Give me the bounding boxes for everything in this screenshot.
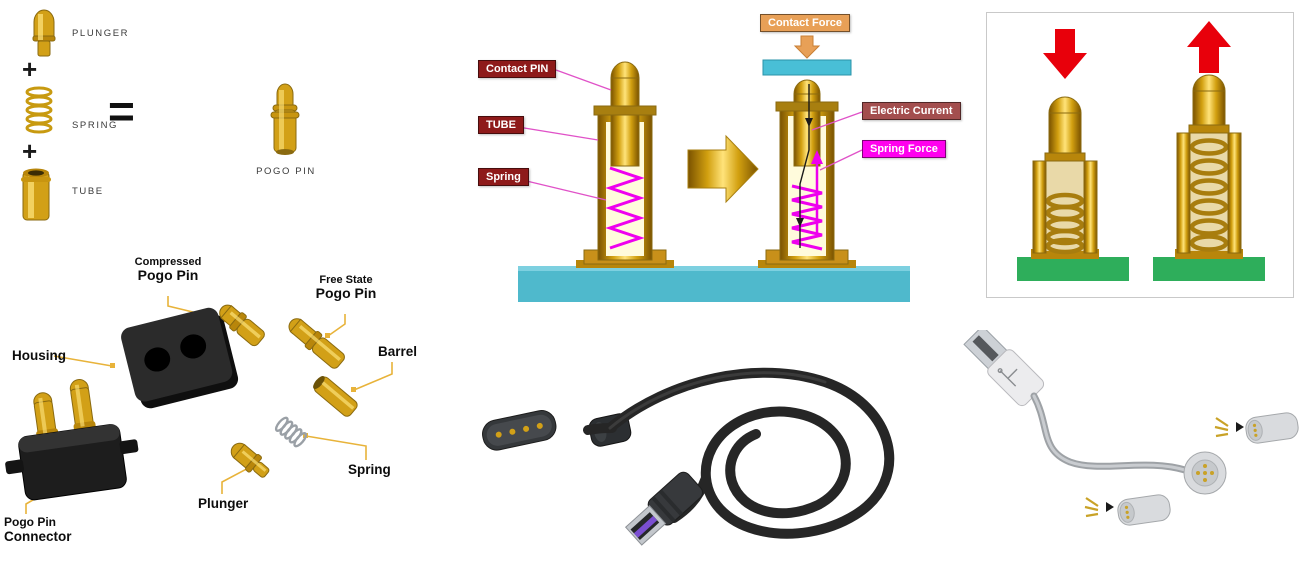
compressed-pin-cross-section xyxy=(758,59,856,268)
formula-panel: PLUNGER + SPRING + TUBE = xyxy=(0,0,460,250)
spring-tag: Spring xyxy=(478,168,529,186)
usb-tongue xyxy=(633,515,658,538)
compression-states-graphic xyxy=(1017,21,1265,281)
spring-component-label: SPRING xyxy=(72,120,119,131)
compression-states-panel xyxy=(986,12,1294,298)
working-principle-panel: Contact PIN TUBE Spring Contact Force El… xyxy=(460,0,965,335)
green-base-left xyxy=(1017,257,1129,281)
spring-coil-graphic xyxy=(274,416,308,448)
pogo-pin-connector-label: Pogo Pin Connector xyxy=(4,515,72,545)
compressed-pogo-pin-label: Compressed Pogo Pin xyxy=(134,256,202,284)
contact-force-arrow xyxy=(793,35,821,59)
contact-pin-tag: Contact PIN xyxy=(478,60,557,78)
magnetic-pad-connector xyxy=(482,410,557,451)
pogo-pin-icon xyxy=(270,83,300,155)
spring-label: Spring xyxy=(348,462,391,477)
insert-arrow-right xyxy=(1236,422,1244,432)
insert-arrow-left xyxy=(1106,502,1114,512)
plunger-component-label: PLUNGER xyxy=(72,28,130,39)
plus-sign-2: + xyxy=(22,136,38,166)
extended-state-pin xyxy=(1153,21,1265,281)
usb-connector xyxy=(624,471,703,546)
pcb-platform xyxy=(518,266,910,302)
usb-trident-icon xyxy=(997,368,1018,387)
round-magnetic-connector xyxy=(1183,451,1227,495)
spring-icon xyxy=(25,86,53,134)
gray-cable xyxy=(1030,392,1189,474)
contact-plate xyxy=(762,59,852,76)
equals-sign: = xyxy=(108,85,135,137)
plunger-icon xyxy=(32,9,56,57)
exploded-panel: Compressed Pogo Pin Free State Pogo Pin … xyxy=(0,250,460,563)
pogo-pin-connector-graphic xyxy=(5,379,139,501)
contact-force-tag: Contact Force xyxy=(760,14,850,32)
barrel-graphic xyxy=(313,375,358,417)
magnetic-tip-right xyxy=(1214,412,1299,444)
press-down-arrow xyxy=(1043,29,1087,79)
working-principle-graphic xyxy=(511,35,910,302)
pogo-pin-fan-left xyxy=(1084,497,1099,518)
release-up-arrow xyxy=(1187,21,1231,73)
green-base-right xyxy=(1153,257,1265,281)
plus-sign-1: + xyxy=(22,54,38,84)
gray-magnetic-cable-graphic xyxy=(963,330,1299,526)
housing-block xyxy=(121,307,239,409)
tube-component-label: TUBE xyxy=(72,186,104,197)
tube-tag: TUBE xyxy=(478,116,524,134)
electric-current-tag: Electric Current xyxy=(862,102,961,120)
tag-pointer-lines xyxy=(511,69,863,201)
barrel-label: Barrel xyxy=(378,344,418,359)
spring-force-tag: Spring Force xyxy=(862,140,946,158)
free-state-pogo-pin-label: Free State Pogo Pin xyxy=(315,274,377,302)
coiled-cable xyxy=(583,367,895,539)
compressed-state-pin xyxy=(1017,29,1129,281)
black-cable-panel xyxy=(460,330,950,563)
gray-cable-panel xyxy=(950,330,1304,563)
free-state-pin-cross-section xyxy=(576,61,674,268)
housing-label: Housing xyxy=(12,348,66,363)
electric-current-arrow xyxy=(796,84,813,248)
tube-icon xyxy=(21,168,51,221)
pogo-pin-result-label: POGO PIN xyxy=(256,166,316,177)
plunger-part-graphic xyxy=(230,442,270,478)
pogo-pin-fan-right xyxy=(1214,417,1229,438)
usb-connector-gray xyxy=(963,330,1045,407)
transition-arrow xyxy=(687,134,759,204)
plunger-label: Plunger xyxy=(198,496,249,511)
compressed-pogo-pin-graphic xyxy=(219,304,265,347)
spring-force-arrow xyxy=(811,150,823,236)
exploded-diagram-graphic xyxy=(5,296,393,514)
black-magnetic-cable-graphic xyxy=(482,367,895,546)
magnetic-tip-left xyxy=(1084,494,1171,526)
free-state-pogo-pin-graphic xyxy=(288,318,345,369)
